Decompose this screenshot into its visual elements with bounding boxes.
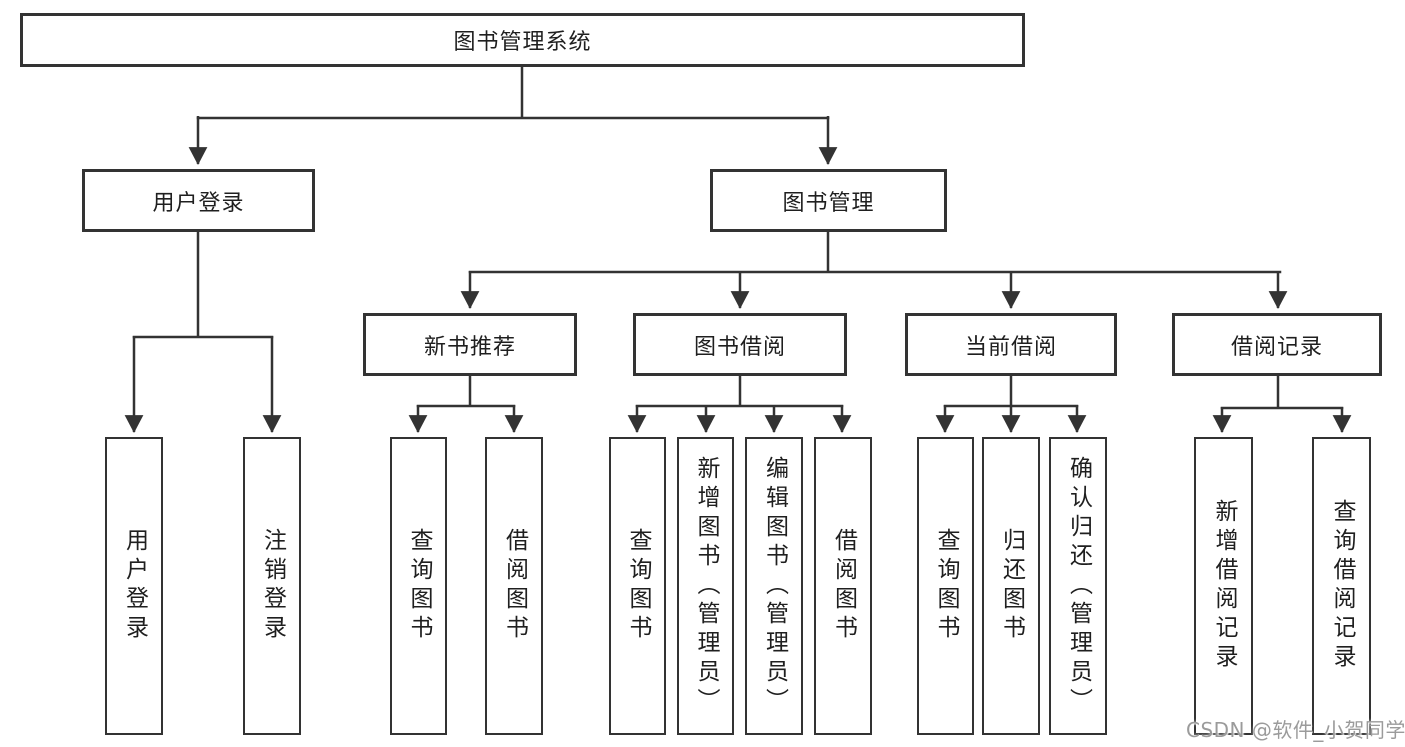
leaf-recommend-borrow-books-label: 借阅图书 bbox=[501, 528, 528, 644]
leaf-edit-book-admin-label: 编辑图书（管理员） bbox=[761, 455, 788, 717]
leaf-recommend-query-books-label: 查询图书 bbox=[406, 528, 432, 644]
leaf-current-query-books: 查询图书 bbox=[917, 437, 974, 735]
leaf-add-borrow-record-label: 新增借阅记录 bbox=[1211, 499, 1237, 673]
node-new-book-recommend: 新书推荐 bbox=[363, 313, 577, 376]
connector-current-borrow-to-leaves bbox=[935, 376, 1087, 433]
connector-book-management-to-groups bbox=[460, 232, 1288, 309]
connector-new-book-recommend-to-leaves bbox=[408, 376, 524, 433]
leaf-current-query-books-label: 查询图书 bbox=[933, 528, 959, 644]
leaf-logout: 注销登录 bbox=[243, 437, 301, 735]
connector-root-to-level2 bbox=[188, 67, 838, 165]
leaf-return-books: 归还图书 bbox=[982, 437, 1040, 735]
leaf-query-borrow-record-label: 查询借阅记录 bbox=[1329, 499, 1355, 673]
node-borrow-records: 借阅记录 bbox=[1172, 313, 1382, 376]
node-new-book-recommend-label: 新书推荐 bbox=[423, 334, 516, 360]
leaf-query-borrow-record: 查询借阅记录 bbox=[1312, 437, 1371, 735]
node-book-management: 图书管理 bbox=[710, 169, 947, 232]
leaf-user-login: 用户登录 bbox=[105, 437, 163, 735]
leaf-recommend-borrow-books: 借阅图书 bbox=[485, 437, 543, 735]
node-borrow-records-label: 借阅记录 bbox=[1230, 334, 1323, 360]
node-user-login-label: 用户登录 bbox=[152, 190, 245, 216]
leaf-confirm-return-admin: 确认归还（管理员） bbox=[1049, 437, 1107, 735]
connector-user-login-to-leaves bbox=[124, 232, 282, 433]
leaf-return-books-label: 归还图书 bbox=[998, 528, 1025, 644]
leaf-recommend-query-books: 查询图书 bbox=[390, 437, 447, 735]
leaf-add-borrow-record: 新增借阅记录 bbox=[1194, 437, 1253, 735]
leaf-borrow-query-books-label: 查询图书 bbox=[625, 528, 651, 644]
node-book-management-label: 图书管理 bbox=[782, 190, 875, 216]
node-book-borrow-label: 图书借阅 bbox=[693, 334, 786, 360]
node-library-management-system-label: 图书管理系统 bbox=[453, 30, 592, 55]
leaf-logout-label: 注销登录 bbox=[259, 528, 286, 644]
node-current-borrow: 当前借阅 bbox=[905, 313, 1117, 376]
connector-borrow-records-to-leaves bbox=[1212, 376, 1352, 433]
leaf-borrow-query-books: 查询图书 bbox=[609, 437, 666, 735]
node-book-borrow: 图书借阅 bbox=[633, 313, 847, 376]
node-library-management-system: 图书管理系统 bbox=[20, 13, 1025, 67]
leaf-borrow-borrow-books-label: 借阅图书 bbox=[830, 528, 857, 644]
leaf-borrow-borrow-books: 借阅图书 bbox=[814, 437, 872, 735]
leaf-confirm-return-admin-label: 确认归还（管理员） bbox=[1065, 455, 1092, 717]
connector-book-borrow-to-leaves bbox=[627, 376, 852, 433]
leaf-edit-book-admin: 编辑图书（管理员） bbox=[745, 437, 803, 735]
node-current-borrow-label: 当前借阅 bbox=[964, 334, 1057, 360]
leaf-add-book-admin-label: 新增图书（管理员） bbox=[693, 455, 719, 717]
leaf-add-book-admin: 新增图书（管理员） bbox=[677, 437, 734, 735]
csdn-watermark: CSDN @软件_小贺同学 bbox=[1186, 718, 1405, 742]
node-user-login: 用户登录 bbox=[82, 169, 315, 232]
leaf-user-login-label: 用户登录 bbox=[121, 528, 148, 644]
